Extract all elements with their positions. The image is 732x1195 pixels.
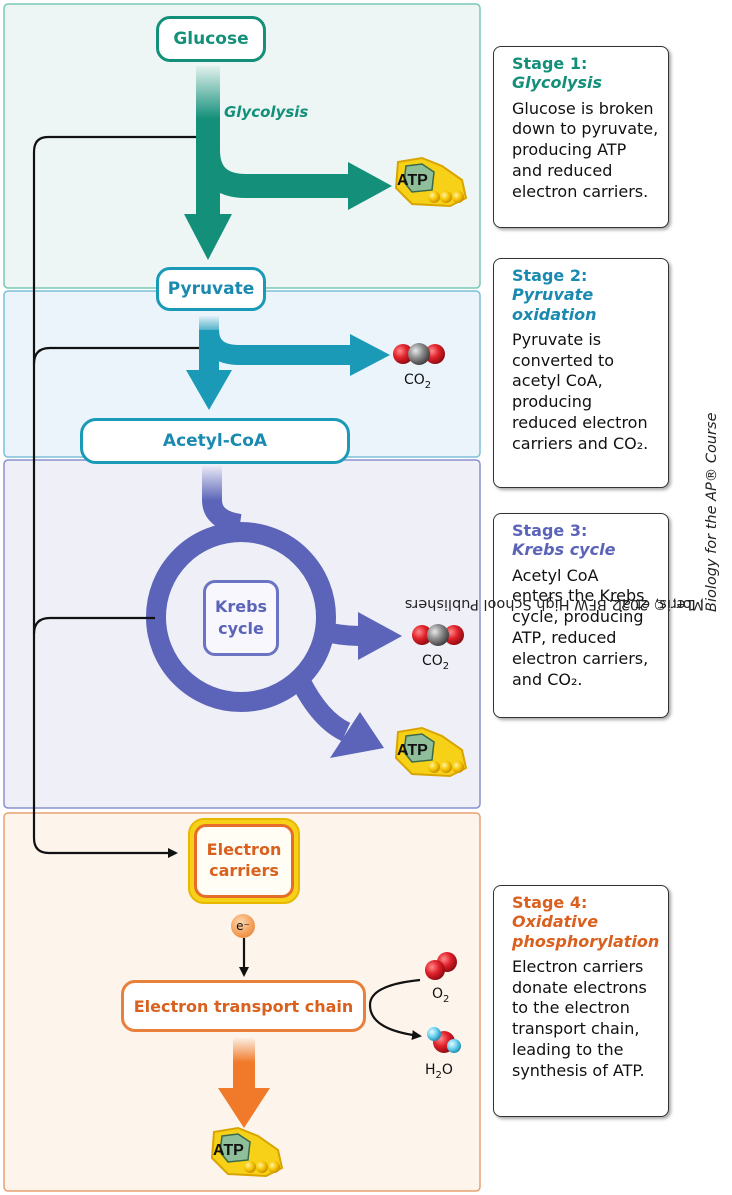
stage-2-title: Stage 2: [512,266,588,285]
stage-4-description: Electron carriers donate electrons to th… [512,956,647,1080]
h2o-molecule-icon [427,1027,461,1053]
stage-1-description: Glucose is broken down to pyruvate, prod… [512,98,659,201]
stage-3-title: Stage 3: [512,521,588,540]
electron-carrier-lines [32,135,199,858]
co2-molecule-icon [393,343,445,365]
electron-transport-chain-node: Electron transport chain [121,980,366,1032]
electron-carriers-node: Electron carriers [194,824,294,898]
credit-publisher: , 1e, © 2022 BFW High School Publishers [404,596,704,612]
atp-label: ATP [397,742,428,759]
credit-line: Morris, et al., Biology for the AP® Cour… [405,413,724,632]
co2-label: CO2 [404,372,432,391]
stage-2-card: Stage 2: Pyruvate oxidation Pyruvate is … [493,258,669,488]
o2-molecule-icon [425,952,457,980]
atp-label: ATP [213,1142,244,1159]
stage-1-name: Glycolysis [512,73,602,93]
glycolysis-label: Glycolysis [224,103,309,121]
krebs-cycle-node: Krebs cycle [203,580,279,656]
stage-4-name: Oxidative phosphorylation [512,912,660,951]
h2o-label: H2O [425,1062,453,1081]
krebs-cycle-ring [146,466,402,758]
pyruvate-oxidation-arrow [186,316,390,410]
co2-molecule-icon [412,624,464,646]
stage-2-name: Pyruvate oxidation [512,285,597,324]
electron-icon: e⁻ [231,914,255,938]
glucose-node: Glucose [156,16,266,62]
credit-book-title: Biology for the AP® Course [704,412,720,613]
acetyl-coa-node: Acetyl-CoA [80,418,350,464]
atp-badge-icon [210,1126,284,1178]
stage-3-name: Krebs cycle [512,540,616,560]
pyruvate-node: Pyruvate [156,267,266,311]
stage-4-title: Stage 4: [512,893,588,912]
glycolysis-arrow [184,66,392,260]
atp-badge-icon [394,156,468,208]
atp-label: ATP [397,172,428,189]
stage-1-card: Stage 1: Glycolysis Glucose is broken do… [493,46,669,228]
stage-4-card: Stage 4: Oxidative phosphorylation Elect… [493,885,669,1117]
stage-1-title: Stage 1: [512,54,588,73]
stage-2-description: Pyruvate is converted to acetyl CoA, pro… [512,329,649,453]
o2-label: O2 [432,986,450,1005]
stage-3-description: Acetyl CoA enters the Krebs cycle, produ… [512,565,649,689]
stage-3-card: Stage 3: Krebs cycle Acetyl CoA enters t… [493,513,669,718]
oxidative-arrows [218,938,422,1128]
co2-label: CO2 [422,653,450,672]
atp-badge-icon [394,726,468,778]
